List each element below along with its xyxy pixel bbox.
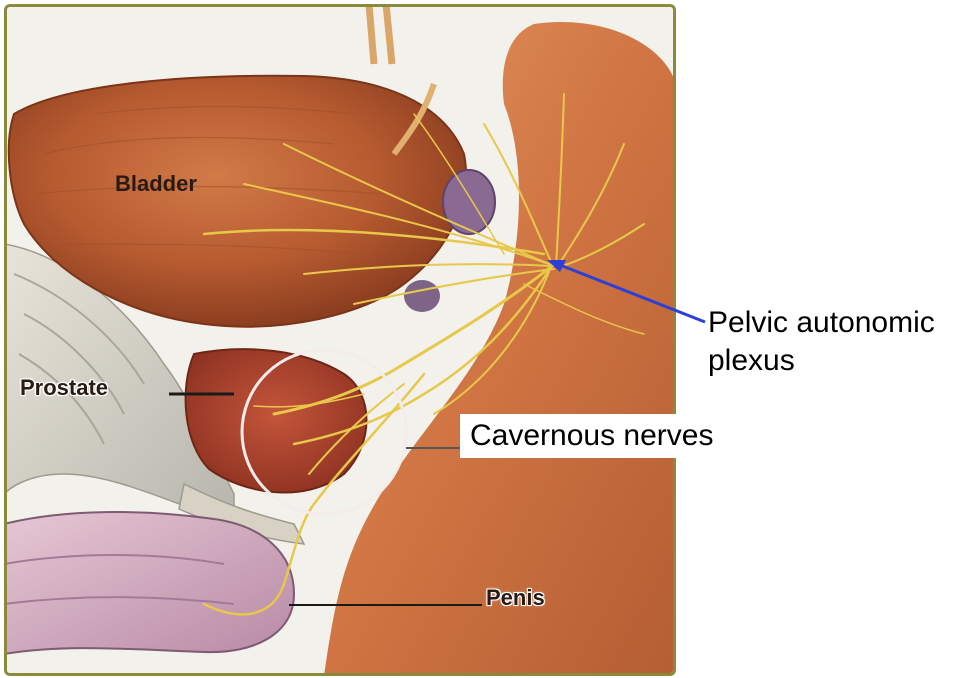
bladder-texture [33, 105, 385, 255]
penis-detail [7, 554, 235, 605]
pelvic-bone [7, 243, 235, 526]
bladder-label: Bladder [115, 171, 197, 196]
ureter [365, 7, 396, 65]
bladder-shape [7, 74, 467, 328]
pelvic-anatomy-illustration [7, 7, 673, 673]
rectum-mass [324, 22, 673, 673]
illustration-panel [4, 4, 676, 676]
nerve-plexus [202, 93, 645, 616]
cavernous-nerves-label: Cavernous nerves [460, 414, 724, 458]
vas-deferens [391, 83, 437, 156]
prostate-label: Prostate [20, 375, 109, 400]
penis-shape [7, 511, 296, 655]
penis-label: Penis [486, 585, 545, 610]
pelvic-plexus-label-line2: plexus [708, 343, 795, 379]
cavernous-nerves-circle [240, 348, 408, 516]
pelvic-bone-detail [13, 273, 145, 445]
pelvic-plexus-label-line1: Pelvic autonomic [708, 305, 935, 341]
